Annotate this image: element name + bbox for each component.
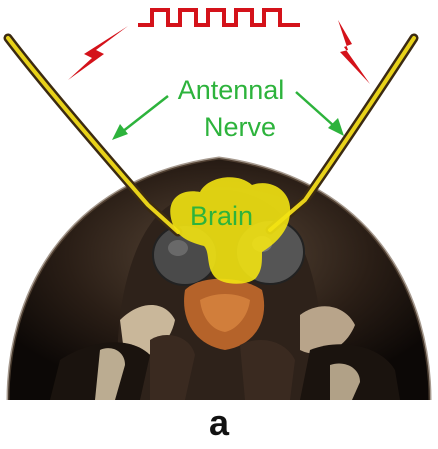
right-lightning-bolt [338,20,370,84]
label-brain: Brain [190,203,270,230]
left-arrow [112,96,168,140]
label-antennal: Antennal [171,77,291,104]
right-arrow [296,92,344,136]
label-nerve: Nerve [200,114,280,141]
left-lightning-bolt [68,26,128,80]
panel-label: a [199,405,239,441]
signal-pulse-train [138,10,300,25]
